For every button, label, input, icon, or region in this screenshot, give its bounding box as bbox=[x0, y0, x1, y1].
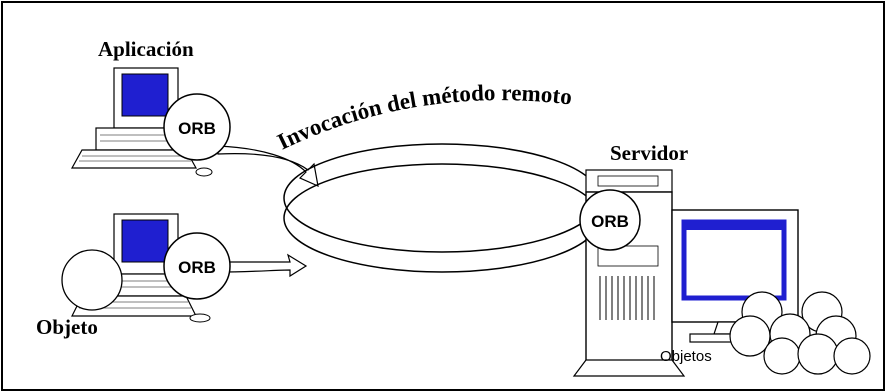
object-orb-label: ORB bbox=[178, 258, 216, 277]
application-keyboard bbox=[70, 149, 198, 169]
application-orb-label: ORB bbox=[178, 119, 216, 138]
server-label: Servidor bbox=[610, 141, 688, 165]
server-monitor-screen bbox=[681, 219, 787, 301]
object-arrow bbox=[217, 253, 308, 278]
object-orb-circle bbox=[163, 232, 231, 300]
application-label: Aplicación bbox=[98, 37, 194, 61]
server-monitor bbox=[671, 209, 799, 343]
application-screen bbox=[121, 73, 169, 117]
application-orb-circle bbox=[163, 93, 231, 161]
server-objects-label: Objetos bbox=[660, 348, 712, 365]
object-label: Objeto bbox=[36, 315, 98, 339]
object-cluster bbox=[729, 291, 871, 375]
object-screen bbox=[121, 219, 169, 263]
local-object-circle bbox=[61, 249, 123, 311]
application-arrow bbox=[217, 145, 319, 188]
server-orb-label: ORB bbox=[591, 212, 629, 231]
server-orb-circle bbox=[579, 189, 641, 251]
